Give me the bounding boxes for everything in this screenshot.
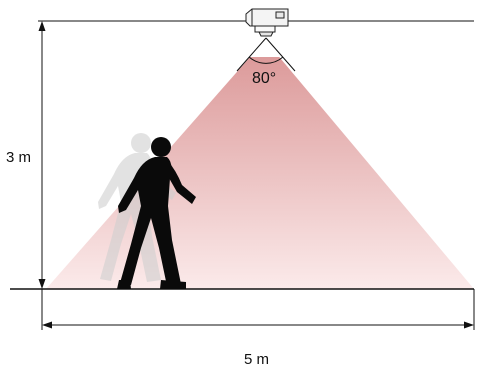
- height-dimension: [38, 21, 46, 289]
- width-dimension: [41, 289, 475, 330]
- angle-indicator: [236, 37, 296, 72]
- walking-person-icon: [117, 137, 196, 289]
- width-label: 5 m: [244, 351, 269, 368]
- detection-cone: [46, 40, 474, 289]
- angle-label: 80°: [252, 70, 276, 87]
- height-label: 3 m: [6, 149, 31, 166]
- ceiling-sensor-icon: [245, 8, 289, 37]
